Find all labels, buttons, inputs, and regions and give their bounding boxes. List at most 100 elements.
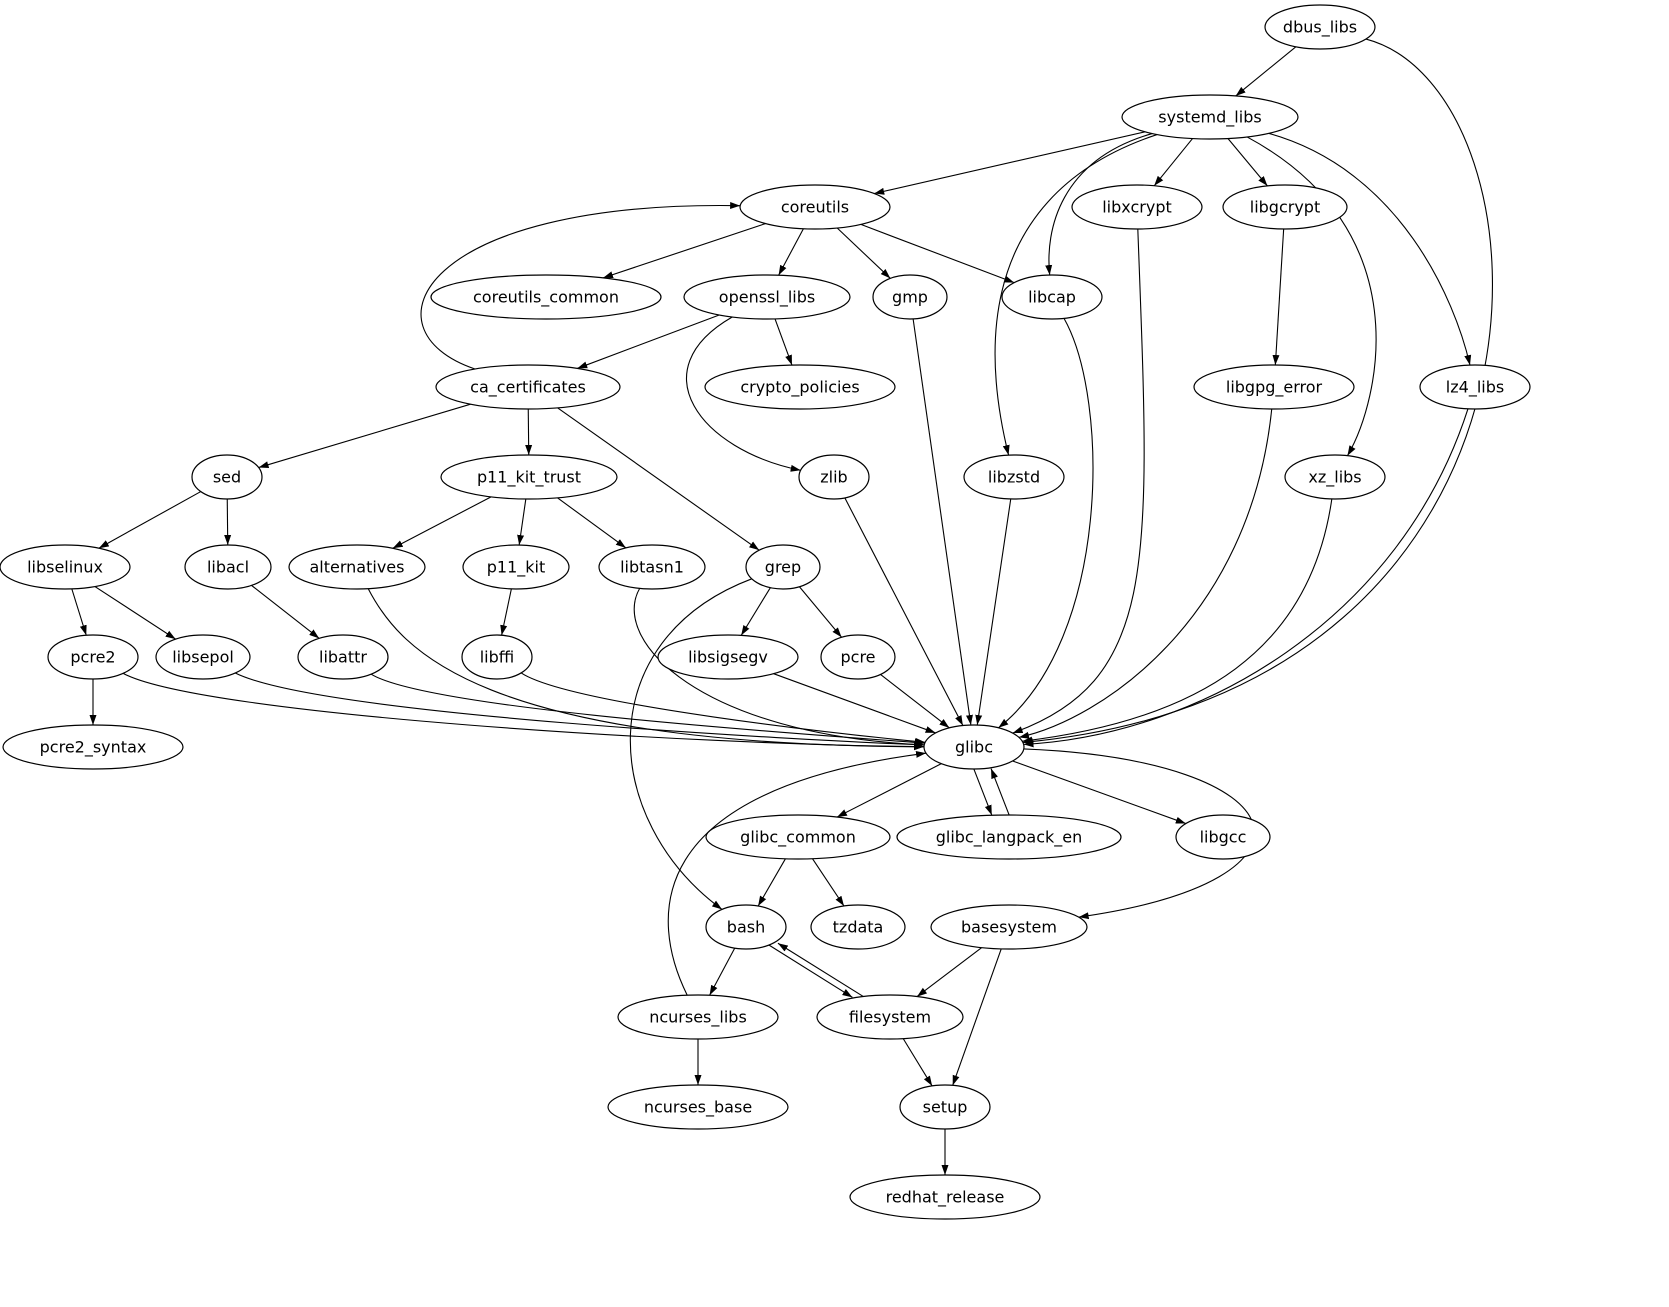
node-ncurses_base[interactable]: ncurses_base xyxy=(607,1084,789,1130)
node-basesystem[interactable]: basesystem xyxy=(930,904,1088,950)
edge-ncurses_libs-to-glibc xyxy=(667,750,927,996)
edge-grep-to-bash xyxy=(629,578,752,910)
node-glibc[interactable]: glibc xyxy=(923,724,1025,770)
node-ellipse xyxy=(440,454,618,500)
node-label: glibc_common xyxy=(740,828,856,848)
node-ellipse xyxy=(461,634,533,680)
node-zlib[interactable]: zlib xyxy=(798,454,870,500)
node-alternatives[interactable]: alternatives xyxy=(288,544,426,590)
node-p11_kit[interactable]: p11_kit xyxy=(462,544,570,590)
node-ellipse xyxy=(930,904,1088,950)
edge-libtasn1-to-glibc xyxy=(633,588,925,748)
edge-libsigsegv-to-glibc xyxy=(773,673,936,734)
node-ellipse xyxy=(816,994,964,1040)
edge-sed-to-libselinux xyxy=(98,491,202,549)
node-dbus_libs[interactable]: dbus_libs xyxy=(1264,4,1376,50)
node-sed[interactable]: sed xyxy=(191,454,263,500)
node-bash[interactable]: bash xyxy=(705,904,787,950)
node-label: p11_kit_trust xyxy=(477,468,581,488)
node-ellipse xyxy=(849,1174,1041,1220)
node-redhat_release[interactable]: redhat_release xyxy=(849,1174,1041,1220)
node-filesystem[interactable]: filesystem xyxy=(816,994,964,1040)
node-ellipse xyxy=(745,544,821,590)
node-label: zlib xyxy=(820,468,847,487)
node-label: libzstd xyxy=(988,468,1040,487)
node-ellipse xyxy=(191,454,263,500)
node-grep[interactable]: grep xyxy=(745,544,821,590)
node-tzdata[interactable]: tzdata xyxy=(810,904,906,950)
node-coreutils[interactable]: coreutils xyxy=(739,184,891,230)
node-ellipse xyxy=(297,634,389,680)
node-label: pcre2 xyxy=(70,648,115,667)
edge-ca_certificates-to-sed xyxy=(258,403,471,469)
node-libtasn1[interactable]: libtasn1 xyxy=(598,544,706,590)
node-label: grep xyxy=(765,558,801,577)
edge-p11_kit_trust-to-p11_kit xyxy=(517,498,527,546)
node-libselinux[interactable]: libselinux xyxy=(0,544,131,590)
node-label: ca_certificates xyxy=(470,378,586,398)
node-crypto_policies[interactable]: crypto_policies xyxy=(704,364,896,410)
edge-glibc_common-to-bash xyxy=(757,858,786,907)
node-ncurses_libs[interactable]: ncurses_libs xyxy=(617,994,779,1040)
node-label: libattr xyxy=(319,648,367,667)
node-label: coreutils xyxy=(781,198,849,217)
node-libcap[interactable]: libcap xyxy=(1001,274,1103,320)
node-libsepol[interactable]: libsepol xyxy=(155,634,251,680)
node-gmp[interactable]: gmp xyxy=(872,274,948,320)
edge-systemd_libs-to-xz_libs xyxy=(1246,136,1377,456)
node-coreutils_common[interactable]: coreutils_common xyxy=(430,274,662,320)
node-pcre2_syntax[interactable]: pcre2_syntax xyxy=(2,724,184,770)
node-pcre2[interactable]: pcre2 xyxy=(47,634,139,680)
edge-libselinux-to-pcre2 xyxy=(71,588,87,636)
node-libacl[interactable]: libacl xyxy=(184,544,272,590)
edge-xz_libs-to-glibc xyxy=(1022,498,1333,744)
node-libgcc[interactable]: libgcc xyxy=(1175,814,1271,860)
node-p11_kit_trust[interactable]: p11_kit_trust xyxy=(440,454,618,500)
edge-systemd_libs-to-lz4_libs xyxy=(1268,132,1472,366)
edge-filesystem-to-bash xyxy=(777,942,865,998)
node-label: libgcc xyxy=(1200,828,1247,847)
node-ellipse xyxy=(820,634,896,680)
node-ellipse xyxy=(798,454,870,500)
node-label: setup xyxy=(923,1098,968,1117)
edge-ca_certificates-to-grep xyxy=(557,407,760,551)
node-label: p11_kit xyxy=(487,558,546,578)
edge-ca_certificates-to-coreutils xyxy=(420,202,741,370)
edge-bash-to-filesystem xyxy=(766,943,853,998)
node-ellipse xyxy=(923,724,1025,770)
edge-systemd_libs-to-libzstd xyxy=(994,134,1158,456)
edge-gmp-to-glibc xyxy=(912,318,973,726)
node-setup[interactable]: setup xyxy=(899,1084,991,1130)
edge-glibc_langpack_en-to-glibc xyxy=(990,768,1010,816)
node-openssl_libs[interactable]: openssl_libs xyxy=(683,274,851,320)
edge-bash-to-ncurses_libs xyxy=(709,947,736,996)
node-libzstd[interactable]: libzstd xyxy=(963,454,1065,500)
node-glibc_langpack_en[interactable]: glibc_langpack_en xyxy=(896,814,1122,860)
edge-coreutils-to-coreutils_common xyxy=(602,223,766,279)
node-libgpg_error[interactable]: libgpg_error xyxy=(1193,364,1355,410)
edge-libzstd-to-glibc xyxy=(975,498,1012,726)
edge-coreutils-to-libcap xyxy=(860,223,1015,284)
node-ca_certificates[interactable]: ca_certificates xyxy=(435,364,621,410)
edge-libffi-to-glibc xyxy=(520,672,926,745)
node-systemd_libs[interactable]: systemd_libs xyxy=(1121,94,1299,140)
node-xz_libs[interactable]: xz_libs xyxy=(1284,454,1386,500)
node-libgcrypt[interactable]: libgcrypt xyxy=(1222,184,1348,230)
node-libsigsegv[interactable]: libsigsegv xyxy=(657,634,799,680)
node-label: libgpg_error xyxy=(1226,378,1323,398)
node-lz4_libs[interactable]: lz4_libs xyxy=(1419,364,1531,410)
node-label: libgcrypt xyxy=(1250,198,1320,217)
node-label: pcre xyxy=(840,648,875,667)
edge-libgpg_error-to-glibc xyxy=(1018,408,1273,739)
edge-grep-to-libsigsegv xyxy=(740,587,771,636)
node-libattr[interactable]: libattr xyxy=(297,634,389,680)
node-label: basesystem xyxy=(961,918,1057,937)
edge-dbus_libs-to-systemd_libs xyxy=(1235,46,1297,97)
node-libffi[interactable]: libffi xyxy=(461,634,533,680)
node-ellipse xyxy=(704,364,896,410)
node-pcre[interactable]: pcre xyxy=(820,634,896,680)
node-libxcrypt[interactable]: libxcrypt xyxy=(1071,184,1203,230)
node-glibc_common[interactable]: glibc_common xyxy=(705,814,891,860)
node-ellipse xyxy=(705,904,787,950)
